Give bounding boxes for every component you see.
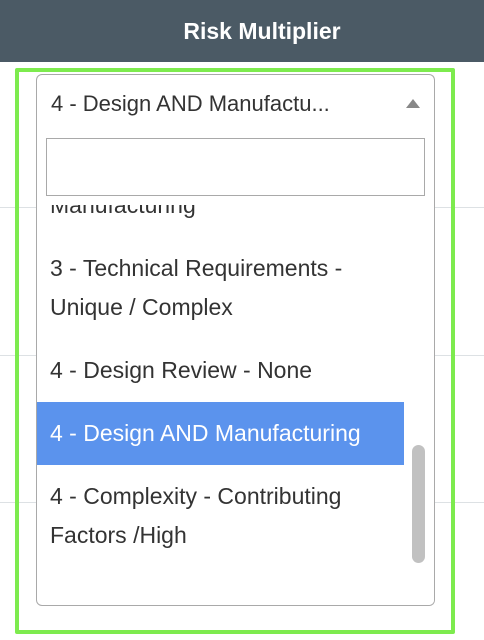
dropdown-search-input[interactable]	[46, 138, 425, 196]
options-scroll-content: Manufacturing 3 - Technical Requirements…	[37, 205, 404, 567]
options-list: Manufacturing 3 - Technical Requirements…	[37, 205, 404, 605]
option-item-selected[interactable]: 4 - Design AND Manufacturing	[37, 402, 404, 465]
option-item[interactable]: 4 - Complexity - Contributing Factors /H…	[50, 483, 342, 548]
active-cell-highlight	[15, 68, 455, 634]
scrollbar-thumb[interactable]	[412, 445, 425, 563]
option-item[interactable]: 3 - Technical Requirements - Unique / Co…	[50, 255, 343, 320]
option-item[interactable]: Manufacturing	[50, 205, 196, 218]
caret-up-icon[interactable]	[406, 99, 420, 108]
options-scrollbar[interactable]	[404, 205, 434, 605]
column-header: Risk Multiplier	[0, 0, 484, 62]
select-current-value: 4 - Design AND Manufactu...	[51, 90, 330, 116]
select-dropdown: Manufacturing 3 - Technical Requirements…	[36, 131, 435, 606]
risk-multiplier-select[interactable]: 4 - Design AND Manufactu...	[36, 74, 435, 132]
option-item[interactable]: 4 - Design Review - None	[50, 357, 313, 383]
column-header-title: Risk Multiplier	[183, 17, 341, 44]
